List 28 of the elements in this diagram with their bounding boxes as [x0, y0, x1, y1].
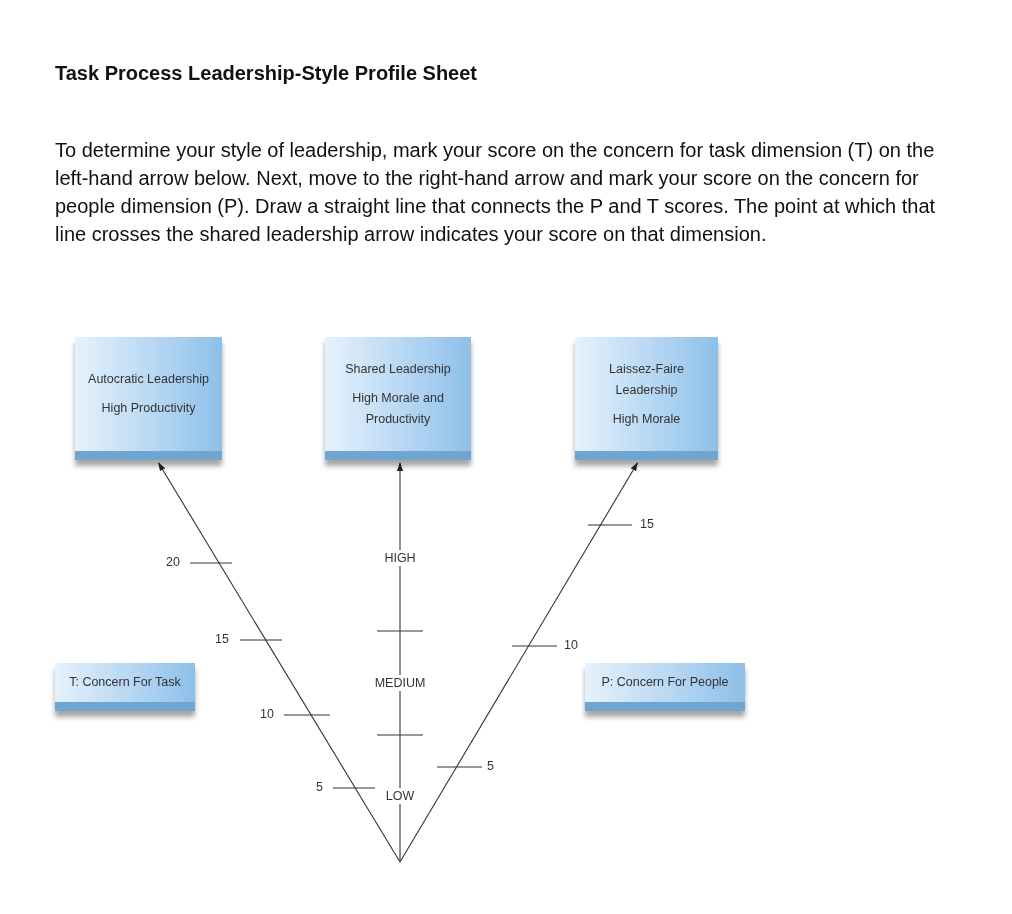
scale-label: LOW	[385, 788, 415, 804]
box-text: High Morale and Productivity	[351, 389, 445, 428]
arrow	[396, 462, 404, 863]
tick-label: 20	[166, 555, 180, 569]
box-text: Autocratic Leadership	[87, 371, 210, 388]
box-text: Shared Leadership	[344, 360, 452, 378]
instructions-paragraph: To determine your style of leadership, mark your score on the concern for task dimension (T) on the left-hand arrow below. Next, move to the right-hand arrow and mark your score on the concern for people dimension (P). Draw a straight line that connects the P and T scores. The point at which that line crosses the shared leadership arrow indicates your score on that dimension.	[55, 138, 937, 247]
tick-label: 10	[260, 707, 274, 721]
box-text: Laissez-Faire Leadership	[608, 360, 685, 399]
label-box	[325, 337, 471, 460]
box-text: High Productivity	[100, 400, 197, 417]
tick-label: 10	[564, 638, 578, 652]
tick-label: 5	[316, 780, 323, 794]
box-text: P: Concern For People	[600, 674, 730, 691]
label-box	[575, 337, 718, 460]
label-box	[585, 663, 745, 711]
tick-label: 15	[215, 632, 229, 646]
arrow	[399, 462, 638, 863]
tick-label: 5	[487, 759, 494, 773]
tick-label: 15	[640, 517, 654, 531]
scale-label: HIGH	[384, 550, 416, 566]
label-box	[55, 663, 195, 711]
box-text: T: Concern For Task	[68, 674, 182, 691]
scale-label: MEDIUM	[374, 675, 426, 691]
arrow	[158, 462, 401, 863]
label-box	[75, 337, 222, 460]
heading: Task Process Leadership-Style Profile Sheet	[55, 62, 478, 85]
box-text: High Morale	[611, 410, 682, 428]
